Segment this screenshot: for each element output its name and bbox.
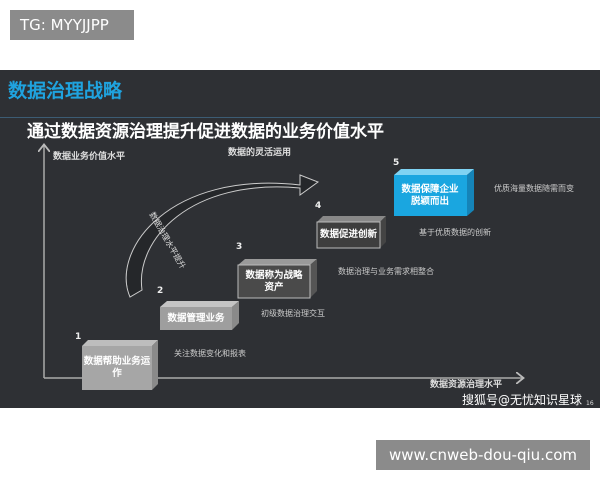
url-label: www.cnweb-dou-qiu.com (376, 440, 590, 470)
step-number-3: 3 (236, 242, 243, 252)
header-divider (0, 117, 600, 118)
step-box-3-shape (237, 259, 317, 299)
slide-header: 数据治理战略 (8, 80, 123, 102)
step-box-4: 数据促进创新 (319, 229, 377, 240)
slide: 数据治理战略 通过数据资源治理提升促进数据的业务价值水平 数据业务价值水平 数据… (0, 70, 600, 408)
curved-arrow-icon (125, 174, 320, 298)
step-number-5: 5 (393, 158, 400, 168)
step-number-2: 2 (157, 286, 164, 296)
diagram-graphics (0, 70, 600, 390)
step-box-5: 数据保障企业脱颖而出 (401, 183, 459, 207)
step-desc-5: 优质海量数据随需而变 (494, 184, 574, 193)
step-desc-4: 基于优质数据的创新 (419, 228, 491, 237)
watermark: 搜狐号@无忧知识星球 (462, 393, 583, 407)
step-box-1-shape (82, 340, 158, 390)
step-number-1: 1 (75, 332, 82, 342)
top-arrow-label: 数据的灵活运用 (228, 148, 292, 158)
step-desc-2: 初级数据治理交互 (261, 309, 325, 318)
page-number: 16 (586, 400, 594, 407)
y-axis-label: 数据业务价值水平 (53, 152, 126, 162)
step-desc-3: 数据治理与业务需求相整合 (338, 267, 434, 276)
step-box-4-shape (316, 216, 386, 249)
step-box-2-shape (160, 301, 239, 330)
step-box-5-shape (394, 169, 474, 216)
step-box-3: 数据称为战略资产 (245, 269, 303, 293)
step-desc-1: 关注数据变化和报表 (174, 349, 246, 358)
step-box-2: 数据管理业务 (167, 312, 225, 324)
step-number-4: 4 (315, 201, 322, 211)
slide-subtitle: 通过数据资源治理提升促进数据的业务价值水平 (27, 122, 384, 142)
tg-label: TG: MYYJJPP (10, 10, 134, 40)
x-axis-label: 数据资源治理水平 (430, 380, 503, 390)
step-box-1: 数据帮助业务运作 (83, 356, 151, 379)
